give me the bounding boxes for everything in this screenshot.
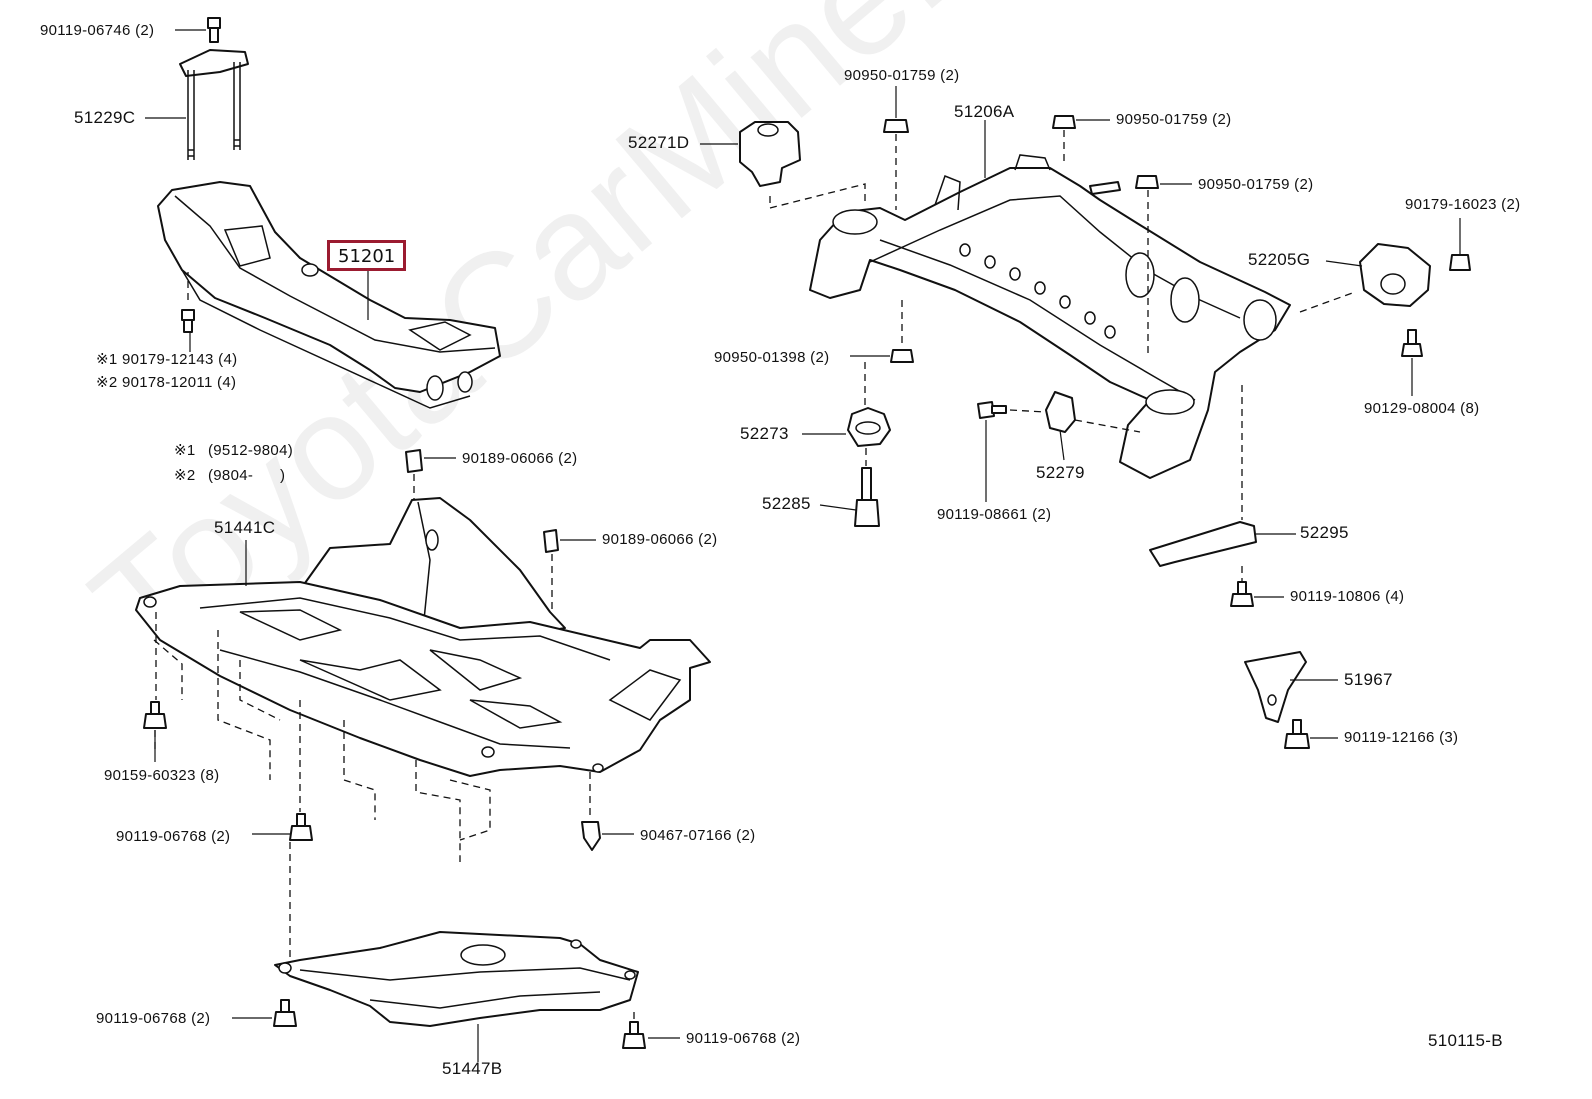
- note-2-mark: ※2: [174, 467, 196, 484]
- bolt-90119-06746: [207, 17, 221, 43]
- bolt-90189-06066-a: [405, 449, 423, 473]
- diagram-code: 510115-B: [1428, 1031, 1503, 1050]
- callout-90119-08661: 90119-08661 (2): [937, 506, 1052, 523]
- bracket-52279: [1045, 391, 1076, 433]
- callout-52271d: 52271D: [628, 133, 690, 152]
- note-1-mark: ※1: [174, 442, 196, 459]
- callout-90950-01759-a: 90950-01759 (2): [844, 67, 960, 84]
- bolt-90129-08004: [1401, 329, 1423, 357]
- bracket-51967: [1244, 651, 1307, 723]
- bolt-52285: [854, 467, 880, 527]
- callout-90119-06768-b: 90119-06768 (2): [96, 1010, 211, 1027]
- bolt-90119-10806: [1230, 581, 1254, 607]
- callout-52285: 52285: [762, 494, 811, 513]
- callout-52205g: 52205G: [1248, 250, 1311, 269]
- clip-90467-07166: [581, 821, 601, 851]
- callout-52279: 52279: [1036, 463, 1085, 482]
- bushing-52205g: [1359, 243, 1431, 307]
- nut-90950-01759-b: [1052, 115, 1076, 129]
- callout-90950-01759-c: 90950-01759 (2): [1198, 176, 1314, 193]
- brace-52295: [1149, 521, 1257, 567]
- callout-51201[interactable]: 51201: [338, 246, 396, 267]
- crossmember-51201: [157, 181, 501, 409]
- nut-90950-01759-c: [1135, 175, 1159, 189]
- note-2: ※2 (9804- ): [174, 467, 285, 485]
- bolt-90119-06768-b: [273, 999, 297, 1027]
- suspension-member-51206a: [809, 154, 1291, 479]
- callout-90189-06066-a: 90189-06066 (2): [462, 450, 578, 467]
- under-cover-51441c: [135, 497, 711, 777]
- nut-90179-16023: [1449, 254, 1471, 271]
- bolt-90119-08661: [977, 401, 1007, 419]
- callout-52295: 52295: [1300, 523, 1349, 542]
- cover-51447b: [274, 931, 639, 1027]
- callout-90950-01398: 90950-01398 (2): [714, 349, 830, 366]
- callout-90159-60323: 90159-60323 (8): [104, 767, 220, 784]
- nut-90950-01398: [890, 349, 914, 363]
- callout-51206a: 51206A: [954, 102, 1015, 121]
- callout-90178-12011: ※2 90178-12011 (4): [96, 374, 237, 391]
- callout-90119-12166: 90119-12166 (3): [1344, 729, 1459, 746]
- callout-90119-06746: 90119-06746 (2): [40, 22, 155, 39]
- callout-90119-06768-a: 90119-06768 (2): [116, 828, 231, 845]
- bolt-90189-06066-b: [543, 529, 559, 553]
- bushing-52271d: [739, 121, 801, 187]
- callout-51229c: 51229C: [74, 108, 136, 127]
- bolt-90119-06768-a: [289, 813, 313, 841]
- bolt-90119-12166: [1284, 719, 1310, 749]
- callout-90119-10806: 90119-10806 (4): [1290, 588, 1405, 605]
- callout-90189-06066-b: 90189-06066 (2): [602, 531, 718, 548]
- callout-90119-06768-c: 90119-06768 (2): [686, 1030, 801, 1047]
- bolt-90159-60323: [143, 701, 167, 729]
- bracket-51229c: [179, 49, 249, 160]
- callout-90950-01759-b: 90950-01759 (2): [1116, 111, 1232, 128]
- callout-51967: 51967: [1344, 670, 1393, 689]
- callout-52273: 52273: [740, 424, 789, 443]
- note-1: ※1 (9512-9804): [174, 442, 293, 460]
- bolt-90179-12143: [181, 309, 195, 333]
- bolt-stud-top: [1089, 181, 1121, 195]
- note-2-text: (9804- ): [207, 467, 286, 484]
- callout-90467-07166: 90467-07166 (2): [640, 827, 756, 844]
- stopper-52273: [847, 407, 891, 447]
- callout-51441c: 51441C: [214, 518, 276, 537]
- bolt-90119-06768-c: [622, 1021, 646, 1049]
- callout-51447b: 51447B: [442, 1059, 503, 1078]
- callout-90129-08004: 90129-08004 (8): [1364, 400, 1480, 417]
- highlighted-part-box[interactable]: 51201: [327, 240, 406, 271]
- leader-lines: [145, 29, 1461, 1062]
- callout-90179-12143: ※1 90179-12143 (4): [96, 351, 238, 368]
- callout-90179-16023: 90179-16023 (2): [1405, 196, 1521, 213]
- note-1-text: (9512-9804): [207, 442, 294, 459]
- nut-90950-01759-a: [883, 119, 909, 133]
